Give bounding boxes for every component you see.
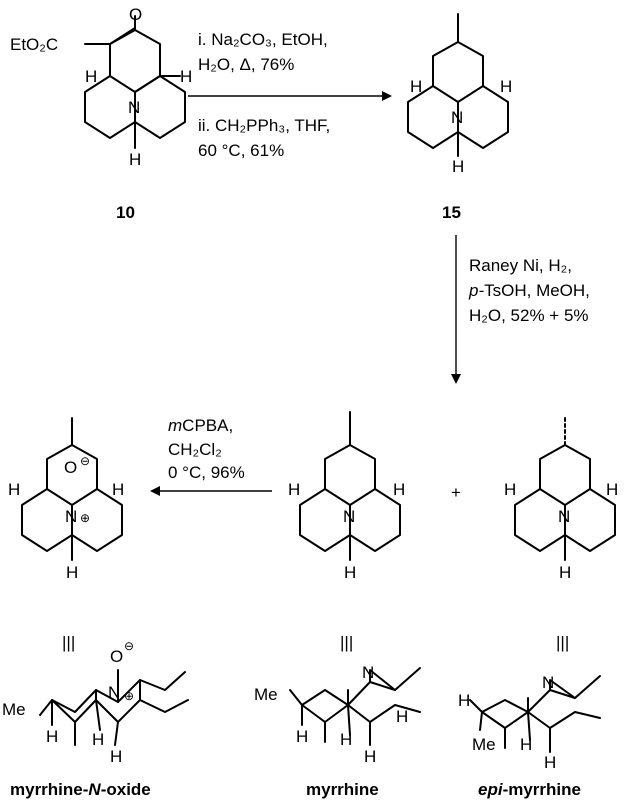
h-label: H bbox=[85, 67, 97, 86]
h-label: H bbox=[46, 727, 58, 746]
nitrogen-label: N bbox=[65, 507, 77, 526]
plus-charge: ⊕ bbox=[124, 689, 134, 703]
noxide-conformer: Me O ⊖ N ⊕ H H H bbox=[2, 639, 189, 766]
minus-charge: ⊖ bbox=[124, 639, 134, 653]
myrrhine-structure: H H N H bbox=[288, 411, 405, 582]
compound-name: myrrhine-N-oxide bbox=[10, 780, 151, 799]
h-label: H bbox=[504, 480, 516, 499]
myrrhine-conformer: Me N H H H H bbox=[254, 663, 421, 766]
h-label: H bbox=[8, 480, 20, 499]
h-label: H bbox=[92, 730, 104, 749]
h-label: H bbox=[458, 691, 470, 710]
condition-italic: p- bbox=[468, 281, 484, 300]
name-part: -myrrhine bbox=[503, 780, 581, 799]
h-label: H bbox=[112, 480, 124, 499]
nitrogen-label: N bbox=[108, 683, 120, 702]
condition-text: i. Na₂CO₃, EtOH, bbox=[198, 30, 328, 49]
condition-text: H₂O, 52% + 5% bbox=[469, 306, 589, 325]
plus-sign: + bbox=[451, 483, 461, 502]
methyl-label: Me bbox=[2, 700, 26, 719]
compound-name: epi-myrrhine bbox=[478, 780, 581, 799]
nitrogen-label: N bbox=[451, 108, 463, 127]
equivalence-mark: ||| bbox=[340, 633, 353, 652]
ester-label: EtO₂C bbox=[10, 35, 58, 54]
compound-name: myrrhine bbox=[306, 780, 379, 799]
h-label: H bbox=[500, 77, 512, 96]
h-label: H bbox=[452, 157, 464, 176]
condition-text: p-TsOH, MeOH, bbox=[468, 281, 590, 300]
nitrogen-label: N bbox=[343, 507, 355, 526]
h-label: H bbox=[180, 67, 192, 86]
nitrogen-label: N bbox=[558, 507, 570, 526]
condition-italic: m bbox=[168, 416, 182, 435]
epi-myrrhine-conformer: H Me N H H bbox=[458, 673, 601, 772]
condition-text: TsOH, MeOH, bbox=[484, 281, 590, 300]
ketone-oxygen: O bbox=[129, 5, 142, 24]
condition-text: 0 °C, 96% bbox=[168, 463, 245, 482]
epi-myrrhine-structure: H H N H bbox=[504, 417, 618, 582]
condition-text: CH₂Cl₂ bbox=[168, 440, 222, 459]
h-label: H bbox=[364, 747, 376, 766]
h-label: H bbox=[559, 563, 571, 582]
h-label: H bbox=[288, 480, 300, 499]
methyl-label: Me bbox=[254, 685, 278, 704]
reaction-arrow-3: mCPBA, CH₂Cl₂ 0 °C, 96% bbox=[150, 416, 272, 496]
h-label: H bbox=[66, 563, 78, 582]
name-part: N bbox=[88, 780, 101, 799]
h-label: H bbox=[344, 563, 356, 582]
name-part: epi bbox=[478, 780, 504, 799]
h-label: H bbox=[393, 480, 405, 499]
condition-text: mCPBA, bbox=[168, 416, 233, 435]
compound-10: O EtO₂C H H N H 10 bbox=[10, 5, 192, 222]
methyl-label: Me bbox=[472, 735, 496, 754]
reaction-arrow-1: i. Na₂CO₃, EtOH, H₂O, Δ, 76% ii. CH₂PPh₃… bbox=[188, 30, 392, 160]
oxygen-label: O bbox=[110, 647, 123, 666]
condition-text: CPBA, bbox=[182, 416, 233, 435]
h-label: H bbox=[129, 150, 141, 169]
h-label: H bbox=[296, 727, 308, 746]
h-label: H bbox=[544, 753, 556, 772]
h-label: H bbox=[396, 707, 408, 726]
compound-number: 15 bbox=[442, 203, 461, 222]
oxygen-label: O bbox=[64, 458, 77, 477]
reaction-arrow-2: Raney Ni, H₂, p-TsOH, MeOH, H₂O, 52% + 5… bbox=[451, 235, 590, 384]
h-label: H bbox=[606, 480, 618, 499]
condition-text: 60 °C, 61% bbox=[198, 141, 284, 160]
name-part: -oxide bbox=[101, 780, 151, 799]
minus-charge: ⊖ bbox=[80, 454, 90, 468]
h-label: H bbox=[520, 735, 532, 754]
nitrogen-label: N bbox=[362, 663, 374, 682]
condition-text: ii. CH₂PPh₃, THF, bbox=[198, 116, 330, 135]
compound-15: H H N H 15 bbox=[407, 13, 512, 222]
nitrogen-label: N bbox=[128, 98, 140, 117]
plus-charge: ⊕ bbox=[80, 511, 90, 525]
h-label: H bbox=[110, 747, 122, 766]
condition-text: Raney Ni, H₂, bbox=[469, 256, 572, 275]
h-label: H bbox=[410, 77, 422, 96]
h-label: H bbox=[340, 730, 352, 749]
equivalence-mark: ||| bbox=[62, 633, 75, 652]
equivalence-mark: ||| bbox=[556, 633, 569, 652]
name-part: myrrhine- bbox=[10, 780, 88, 799]
nitrogen-label: N bbox=[542, 673, 554, 692]
condition-text: H₂O, Δ, 76% bbox=[198, 55, 294, 74]
noxide-structure: H H O ⊖ N ⊕ H bbox=[8, 417, 124, 582]
compound-number: 10 bbox=[116, 203, 135, 222]
